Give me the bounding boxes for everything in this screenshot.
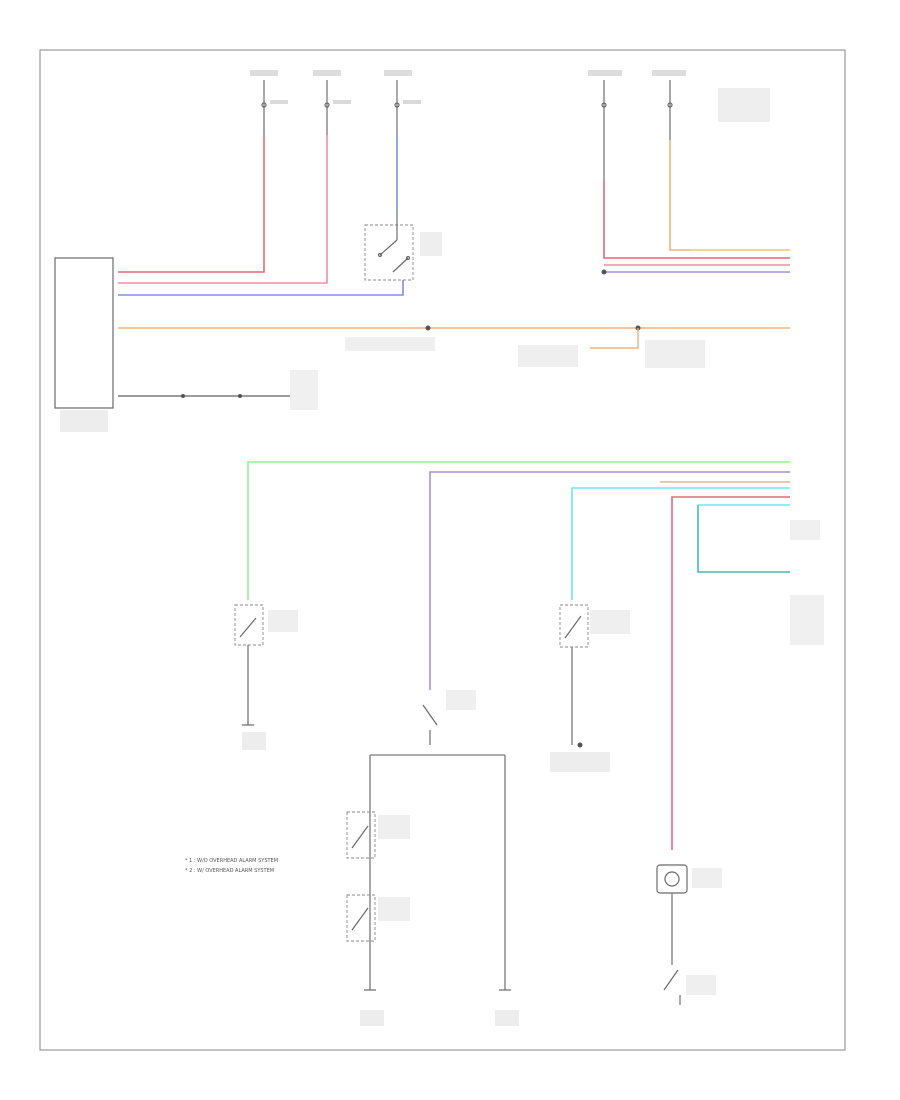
wire-purple [429, 471, 790, 690]
door-ajar-switch-lower [346, 894, 410, 942]
door-switch [364, 210, 442, 281]
wire-pink [118, 135, 328, 284]
wire-pink [671, 496, 790, 850]
wire-blue [118, 280, 404, 296]
splice-icon [238, 394, 242, 398]
fuse-icon [324, 102, 330, 108]
fuse-group-top-right [588, 70, 770, 180]
door-ajar-switch-upper [346, 811, 410, 859]
wire-red [603, 180, 790, 259]
splice-icon [181, 394, 185, 398]
wire-orange [590, 328, 639, 349]
diagram-frame [39, 49, 846, 1051]
diagram-note-1: * 1 : W/O OVERHEAD ALARM SYSTEM [185, 858, 278, 864]
fuse-icon [667, 102, 673, 108]
ground-symbol [242, 715, 266, 750]
wire-cyan [571, 487, 790, 600]
wire-teal [697, 505, 790, 573]
key-switch [663, 969, 716, 1005]
lamp-icon [664, 871, 680, 887]
left-control-module [54, 257, 114, 432]
fuse-group-top-left [250, 70, 421, 135]
ground-symbol [495, 989, 519, 1026]
diagram-note-2: * 2 : W/ OVERHEAD ALARM SYSTEM [185, 868, 274, 874]
fuse-icon [261, 102, 267, 108]
cargo-lamp-switch [550, 604, 630, 772]
splice-icon [425, 325, 431, 331]
hood-switch [234, 604, 298, 715]
fuse-icon [394, 102, 400, 108]
wire-red [118, 135, 265, 273]
liftgate-switch [422, 690, 476, 745]
fuse-icon [601, 102, 607, 108]
splice-icon [577, 742, 583, 748]
wire-green [247, 461, 790, 600]
indicator-lamp [656, 864, 722, 894]
splice-icon [601, 269, 607, 275]
ground-symbol [360, 989, 384, 1026]
wire-tan [669, 140, 790, 251]
